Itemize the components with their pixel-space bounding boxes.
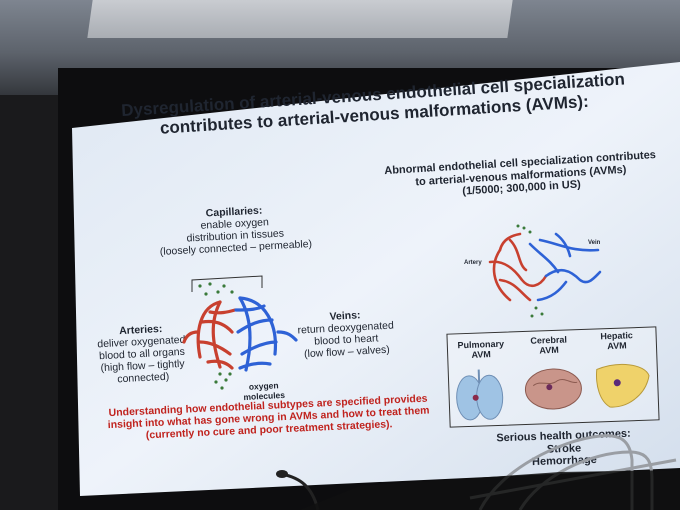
hepatic-line2: AVM — [607, 340, 627, 352]
pulmonary-label: Pulmonary AVM — [450, 338, 513, 361]
liver-icon — [596, 363, 650, 408]
vessel-network-diagram — [182, 275, 298, 390]
oxygen-dots — [198, 282, 234, 390]
pulmonary-line2: AVM — [471, 349, 492, 361]
artery-label: Artery — [464, 260, 482, 266]
health-outcomes: Serious health outcomes: Stroke Hemorrha… — [473, 427, 654, 471]
capillaries-label: Capillaries: enable oxygen distribution … — [149, 202, 321, 259]
vein-vessels — [234, 296, 298, 372]
avm-diagram: Artery Vein — [464, 224, 602, 318]
hepatic-label: Hepatic AVM — [585, 330, 648, 353]
avm-artery-vessels — [488, 232, 548, 302]
capillary-bracket — [191, 275, 263, 292]
organ-avm-box: Pulmonary AVM Cerebral AVM Hepatic AVM — [446, 326, 660, 428]
lungs-icon — [456, 369, 504, 421]
cerebral-line2: AVM — [539, 345, 559, 356]
avm-vein-vessels — [528, 232, 602, 302]
cerebral-label: Cerebral AVM — [518, 334, 581, 357]
brain-icon — [524, 368, 582, 410]
organ-illustrations — [456, 363, 650, 421]
artery-vessels — [182, 300, 237, 370]
veins-label: Veins: return deoxygenated blood to hear… — [289, 307, 403, 361]
avm-oxygen-dots — [516, 224, 544, 318]
vein-label: Vein — [588, 240, 601, 246]
